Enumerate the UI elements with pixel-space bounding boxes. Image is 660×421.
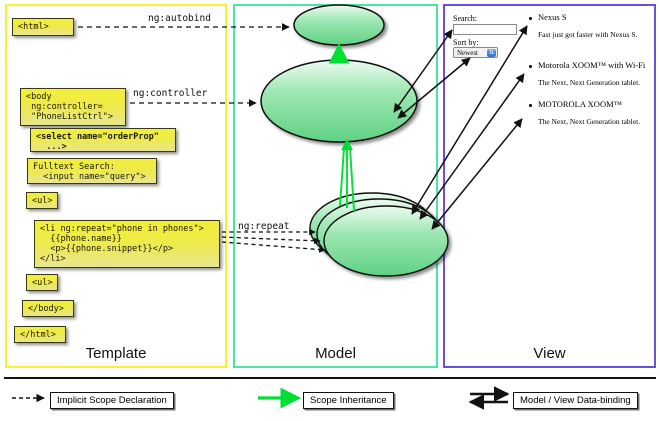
panel-view-label: View: [533, 345, 566, 362]
sort-by-selected-value: Newest: [457, 49, 478, 57]
edge-label-controller: ng:controller: [133, 88, 208, 99]
list-bullet: [529, 65, 532, 68]
chevron-updown-icon[interactable]: ⇅: [487, 49, 496, 57]
phone-name: MOTOROLA XOOM™: [538, 99, 622, 109]
code-box-body-open: <body ng:controller= "PhoneListCtrl">: [20, 88, 126, 126]
panel-view: View: [443, 4, 656, 368]
code-box-fulltext-search: Fulltext Search: <input name="query">: [27, 158, 157, 184]
edge-label-autobind: ng:autobind: [148, 13, 211, 24]
phone-snippet: The Next, Next Generation tablet.: [538, 78, 641, 87]
legend-model-view-data-binding: Model / View Data-binding: [513, 392, 638, 409]
list-bullet: [529, 17, 532, 20]
legend-implicit-scope-declaration: Implicit Scope Declaration: [50, 392, 174, 409]
panel-model: Model: [233, 4, 438, 368]
phone-snippet: The Next, Next Generation tablet.: [538, 117, 641, 126]
phone-name: Motorola XOOM™ with Wi-Fi: [538, 60, 646, 70]
view-search-label: Search:: [453, 14, 477, 23]
code-box-li-repeat: <li ng:repeat="phone in phones"> {{phone…: [34, 220, 220, 268]
panel-model-label: Model: [315, 345, 356, 362]
code-box-html-open: <html>: [12, 18, 74, 36]
code-box-select: <select name="orderProp" ...>: [30, 128, 176, 152]
code-box-ul-open: <ul>: [26, 192, 58, 209]
edge-label-repeat: ng:repeat: [238, 221, 290, 232]
code-box-ul-close: <ul>: [26, 274, 58, 291]
sort-by-select[interactable]: Newest ⇅: [453, 47, 498, 58]
phone-snippet: Fast just got faster with Nexus S.: [538, 30, 638, 39]
view-sort-label: Sort by:: [453, 38, 479, 47]
search-input[interactable]: [453, 24, 517, 35]
code-box-body-close: </body>: [22, 300, 74, 317]
panel-template-label: Template: [85, 345, 147, 362]
list-bullet: [529, 104, 532, 107]
legend-scope-inheritance: Scope Inheritance: [303, 392, 394, 409]
phone-name: Nexus S: [538, 12, 567, 22]
legend-divider: [4, 377, 656, 379]
legend-glyph-double: [468, 386, 510, 410]
code-box-html-close: </html>: [14, 326, 66, 343]
